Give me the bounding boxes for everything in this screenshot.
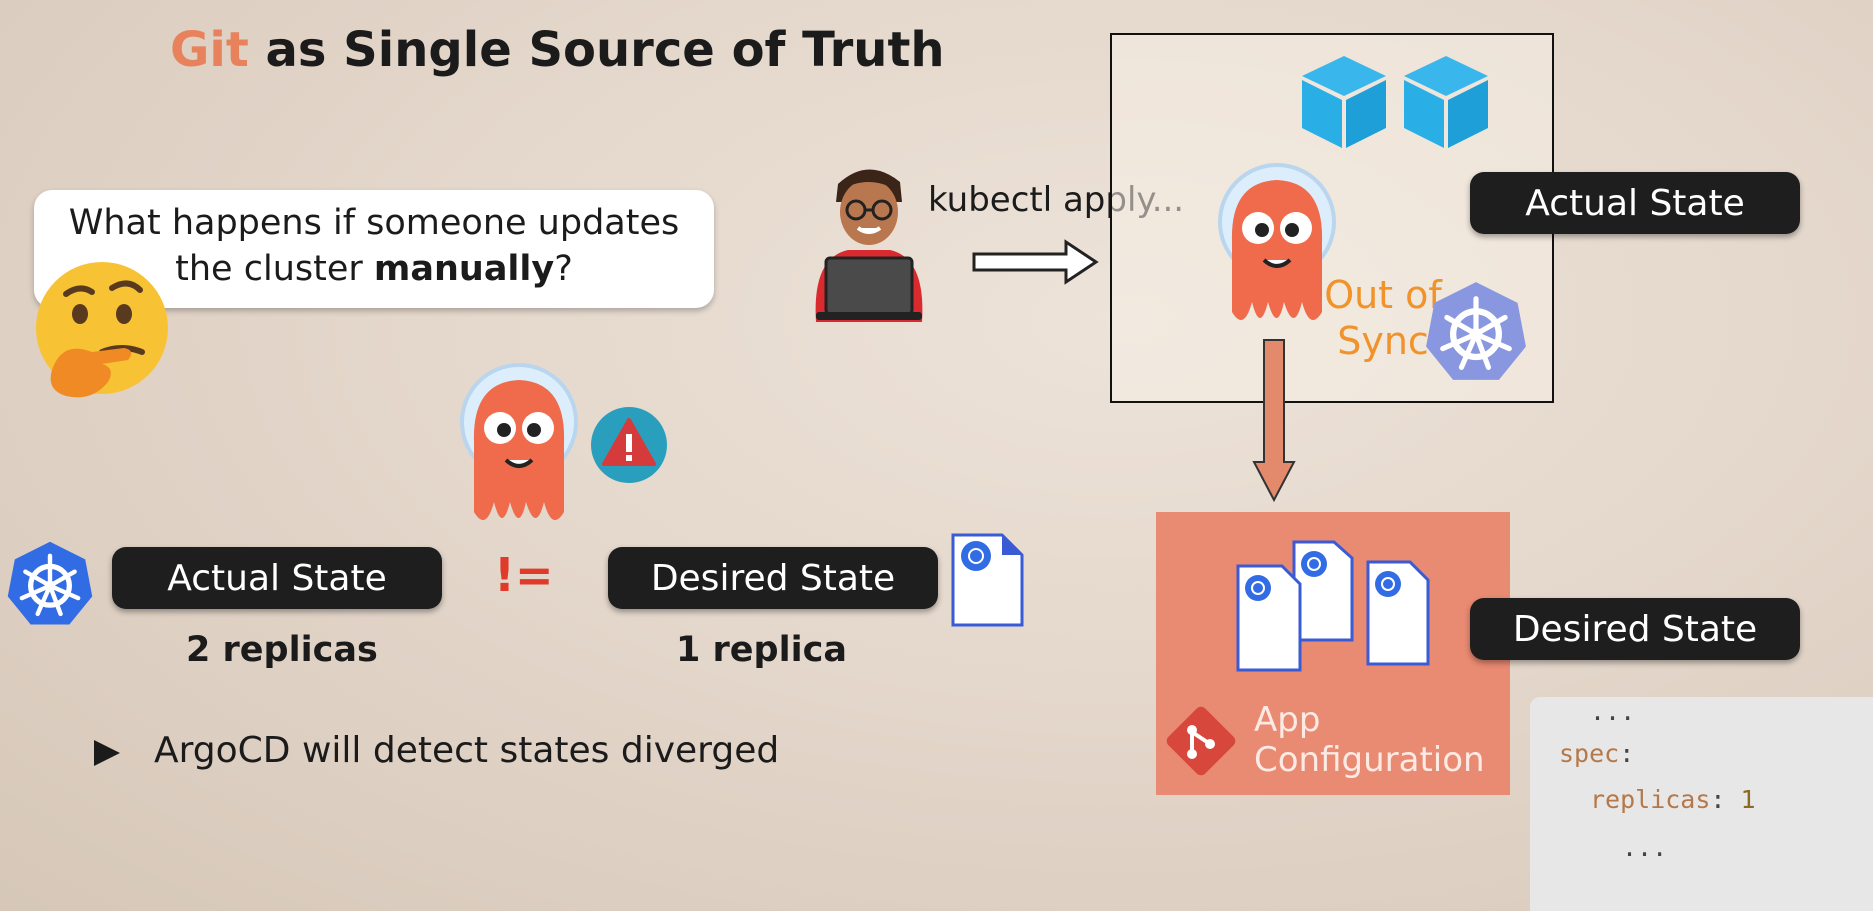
question-line-2: the cluster manually? bbox=[175, 249, 573, 289]
sync-status: Out of Sync bbox=[1324, 273, 1442, 363]
git-logo-icon bbox=[1166, 706, 1236, 776]
container-box-icon bbox=[1404, 56, 1488, 148]
warning-icon bbox=[591, 407, 667, 483]
page-title: Git as Single Source of Truth bbox=[170, 22, 945, 78]
desired-replicas: 1 replica bbox=[676, 630, 847, 670]
actual-state-label: Actual State bbox=[1470, 172, 1800, 234]
title-git-word: Git bbox=[170, 22, 249, 78]
desired-state-label-left: Desired State bbox=[608, 547, 938, 609]
question-line-1: What happens if someone updates bbox=[68, 203, 680, 243]
actual-state-label-left: Actual State bbox=[112, 547, 442, 609]
argo-octopus-icon bbox=[460, 363, 578, 520]
argo-octopus-icon bbox=[1218, 163, 1336, 320]
kubernetes-icon bbox=[1426, 282, 1526, 380]
developer-laptop-icon bbox=[815, 169, 923, 322]
actual-replicas: 2 replicas bbox=[186, 630, 378, 670]
container-box-icon bbox=[1302, 56, 1386, 148]
not-equal-operator: != bbox=[494, 548, 554, 602]
repo-label: App Configuration bbox=[1254, 700, 1485, 780]
arrow-right-icon bbox=[972, 239, 1099, 285]
bullet-triangle-icon bbox=[94, 740, 120, 766]
bullet-text: ArgoCD will detect states diverged bbox=[154, 730, 780, 771]
manifest-file-icon bbox=[1236, 540, 1430, 672]
arrow-down-icon bbox=[1252, 339, 1296, 503]
kubernetes-icon bbox=[7, 541, 93, 625]
manifest-file-icon bbox=[951, 533, 1024, 627]
desired-state-label-right: Desired State bbox=[1470, 598, 1800, 660]
thinking-face-icon bbox=[36, 262, 168, 398]
title-rest: as Single Source of Truth bbox=[248, 22, 945, 78]
yaml-snippet: ... spec: replicas: 1 ... bbox=[1530, 697, 1873, 911]
